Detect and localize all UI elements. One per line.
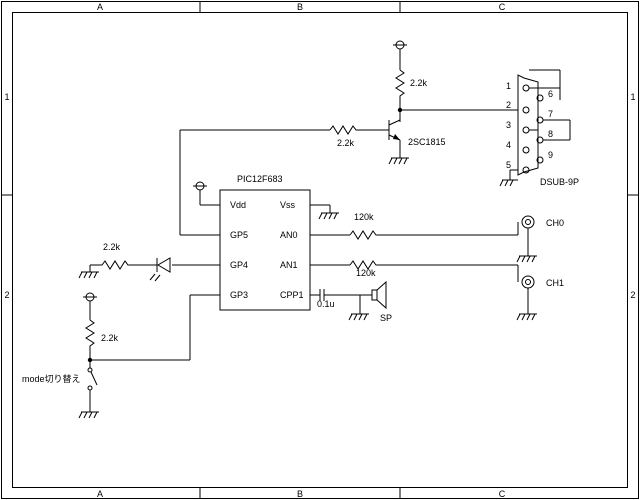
ic-pin-cpp1: CPP1 <box>280 290 304 300</box>
row-label-1-left: 1 <box>4 92 9 102</box>
dsub-pin-6: 6 <box>548 89 553 99</box>
speaker <box>348 280 387 321</box>
row-label-2-left: 2 <box>4 290 9 300</box>
ch0-label: CH0 <box>546 218 564 228</box>
resistor-led <box>90 260 148 270</box>
dsub-pin-3: 3 <box>506 120 511 130</box>
col-label-a-bottom: A <box>97 489 103 499</box>
resistor-base <box>329 125 389 135</box>
resistor-mode-label: 2.2k <box>101 333 119 343</box>
resistor-mode <box>85 319 95 360</box>
transistor <box>388 119 401 158</box>
dsub-label: DSUB-9P <box>540 177 579 187</box>
ic-pin-an1: AN1 <box>280 260 298 270</box>
ground-transistor <box>388 157 409 165</box>
row-label-2-right: 2 <box>630 290 635 300</box>
dsub-pin-2: 2 <box>506 100 511 110</box>
speaker-label: SP <box>380 313 392 323</box>
ic-pin-vss: Vss <box>280 200 296 210</box>
dsub-connector <box>499 69 571 187</box>
dsub-pin-1: 1 <box>506 81 511 91</box>
dsub-pin-labels: 1 2 3 4 5 6 7 8 9 <box>506 81 553 170</box>
resistor-an0-label: 120k <box>354 212 374 222</box>
vcc-symbol-mode <box>83 292 97 320</box>
ch1-label: CH1 <box>546 278 564 288</box>
resistor-an0 <box>349 230 518 240</box>
capacitor-label: 0.1u <box>317 299 335 309</box>
col-label-b-top: B <box>297 2 303 12</box>
resistor-an1 <box>349 260 518 270</box>
ic-pin-vdd: Vdd <box>230 200 246 210</box>
vcc-symbol-ic <box>193 181 220 206</box>
col-label-a-top: A <box>97 2 103 12</box>
ic-pin-gp5: GP5 <box>230 230 248 240</box>
resistor-top <box>395 69 405 110</box>
ch1-jack <box>516 265 537 321</box>
col-label-b-bottom: B <box>297 489 303 499</box>
ground-ic <box>310 204 339 220</box>
mode-switch-label: mode切り替え <box>22 373 81 384</box>
mode-switch <box>78 360 99 419</box>
dsub-pin-7: 7 <box>548 109 553 119</box>
ic-name: PIC12F683 <box>237 174 283 184</box>
ground-led <box>78 265 99 279</box>
col-label-c-top: C <box>499 2 506 12</box>
resistor-top-label: 2.2k <box>410 78 428 88</box>
frame-labels: A B C A B C 1 1 2 2 <box>4 2 635 499</box>
row-label-1-right: 1 <box>630 92 635 102</box>
dsub-pin-5: 5 <box>506 160 511 170</box>
ic-pin-gp4: GP4 <box>230 260 248 270</box>
resistor-an1-label: 120k <box>356 268 376 278</box>
capacitor <box>319 289 372 301</box>
resistor-base-label: 2.2k <box>337 138 355 148</box>
ic-body <box>219 189 311 311</box>
dsub-pin-4: 4 <box>506 140 511 150</box>
transistor-label: 2SC1815 <box>408 137 446 147</box>
ch0-jack <box>516 215 537 263</box>
col-label-c-bottom: C <box>499 489 506 499</box>
dsub-pin-8: 8 <box>548 129 553 139</box>
ic-pin-gp3: GP3 <box>230 290 248 300</box>
led <box>148 257 171 282</box>
resistor-led-label: 2.2k <box>103 242 121 252</box>
dsub-pin-9: 9 <box>548 150 553 160</box>
ic-pin-an0: AN0 <box>280 230 298 240</box>
vcc-symbol-top <box>393 40 407 70</box>
